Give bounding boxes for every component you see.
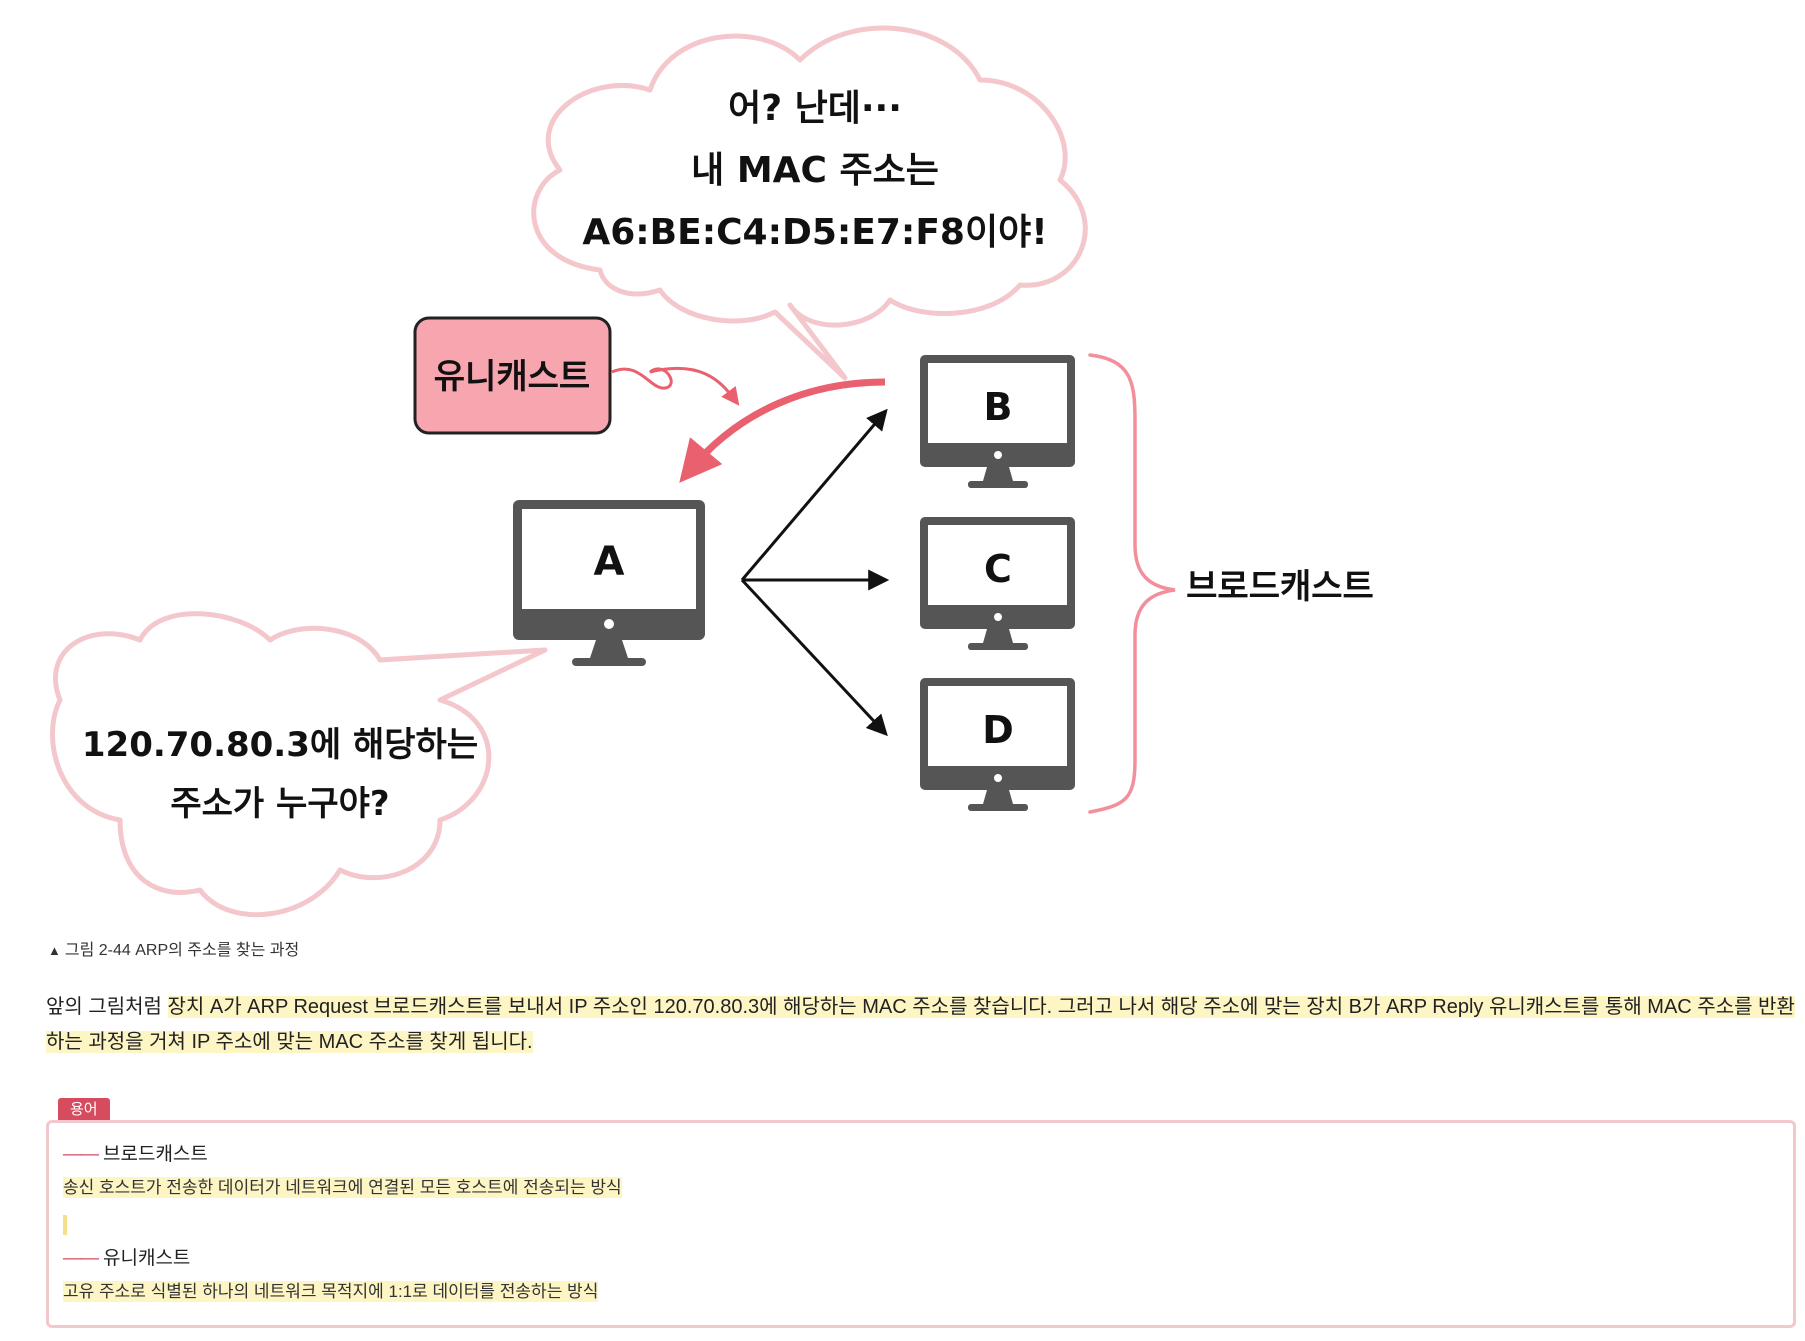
host-b-monitor: B: [920, 355, 1075, 488]
term-title-text: 유니캐스트: [103, 1248, 191, 1269]
unicast-box: 유니캐스트: [413, 316, 612, 435]
term-desc-unicast: 고유 주소로 식별된 하나의 네트워크 목적지에 1:1로 데이터를 전송하는 …: [63, 1281, 599, 1302]
host-b-label: B: [984, 385, 1013, 429]
term-title-text: 브로드캐스트: [103, 1144, 208, 1165]
broadcast-arrows: [740, 408, 890, 737]
host-d-label: D: [982, 708, 1014, 752]
host-d-monitor: D: [920, 678, 1075, 811]
term-title-unicast: ——유니캐스트: [63, 1243, 190, 1270]
unicast-label: 유니캐스트: [434, 357, 590, 397]
term-desc-row-broadcast: 송신 호스트가 전송한 데이터가 네트워크에 연결된 모든 호스트에 전송되는 …: [63, 1173, 622, 1198]
term-desc-row-unicast: 고유 주소로 식별된 하나의 네트워크 목적지에 1:1로 데이터를 전송하는 …: [63, 1277, 599, 1302]
host-a-label: A: [594, 539, 625, 585]
term-dash: ——: [63, 1144, 99, 1165]
host-a-monitor: A: [513, 500, 705, 666]
broadcast-brace: [1088, 353, 1176, 814]
paragraph-plain: 앞의 그림처럼: [46, 996, 168, 1018]
figure-caption: ▲그림 2-44 ARP의 주소를 찾는 과정: [48, 936, 299, 960]
cloud-bottom-line-1: 120.70.80.3에 해당하는: [82, 725, 478, 765]
text-cursor-mark: [63, 1215, 67, 1235]
cloud-bottom-line-2: 주소가 누구야?: [170, 784, 389, 824]
terms-tag: 용어: [58, 1098, 110, 1122]
terms-box: ——브로드캐스트 송신 호스트가 전송한 데이터가 네트워크에 연결된 모든 호…: [46, 1120, 1796, 1328]
caption-text: 그림 2-44 ARP의 주소를 찾는 과정: [64, 942, 300, 959]
caption-marker: ▲: [48, 943, 61, 958]
term-title-broadcast: ——브로드캐스트: [63, 1139, 208, 1166]
term-desc-broadcast: 송신 호스트가 전송한 데이터가 네트워크에 연결된 모든 호스트에 전송되는 …: [63, 1177, 622, 1198]
unicast-pointer: [611, 366, 740, 406]
cloud-top-line-2: 내 MAC 주소는: [691, 150, 939, 191]
cloud-top-line-1: 어? 난데···: [728, 88, 902, 129]
reply-arrow: [679, 378, 886, 483]
host-c-monitor: C: [920, 517, 1075, 650]
cloud-top-line-3: A6:BE:C4:D5:E7:F8이야!: [582, 212, 1047, 253]
paragraph-highlight: 장치 A가 ARP Request 브로드캐스트를 보내서 IP 주소인 120…: [46, 996, 1795, 1053]
cloud-bottom: 120.70.80.3에 해당하는 주소가 누구야?: [50, 611, 548, 918]
cloud-top: 어? 난데··· 내 MAC 주소는 A6:BE:C4:D5:E7:F8이야!: [531, 25, 1088, 381]
arp-figure: 어? 난데··· 내 MAC 주소는 A6:BE:C4:D5:E7:F8이야! …: [50, 25, 1374, 918]
term-dash: ——: [63, 1248, 99, 1269]
body-paragraph: 앞의 그림처럼 장치 A가 ARP Request 브로드캐스트를 보내서 IP…: [46, 990, 1796, 1060]
host-c-label: C: [984, 547, 1012, 591]
broadcast-label: 브로드캐스트: [1186, 567, 1374, 607]
